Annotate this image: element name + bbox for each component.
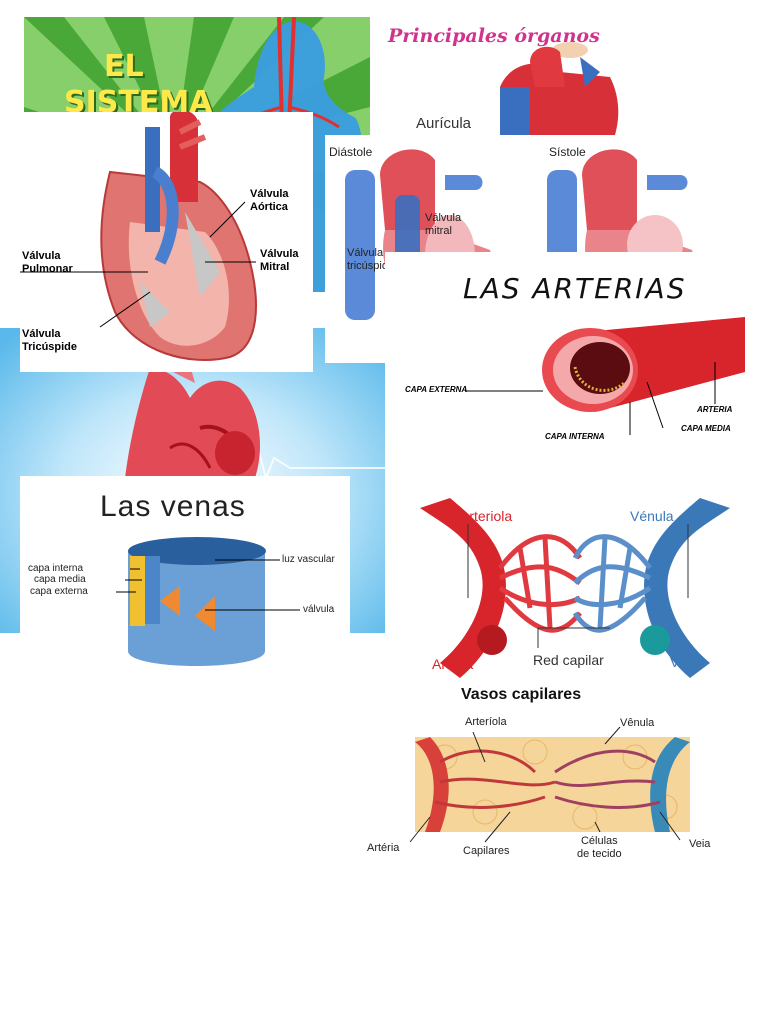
tricuspid-valve-label-line2: Tricúspide	[22, 341, 78, 353]
vein-valve-label: válvula	[303, 604, 335, 615]
tricuspid-valve-label-line1: Válvula	[22, 328, 61, 340]
network-artery-label: Arteria	[432, 656, 474, 672]
heart-top-icon	[500, 46, 619, 135]
heart-valves-panel: Válvula Aórtica Válvula Mitral Válvula P…	[20, 112, 313, 372]
capillary-network-panel: Arteriola Vénula Arteria Red capilar Ven…	[410, 488, 740, 680]
network-vein-label: Vena	[670, 654, 702, 670]
capillaries-artery-label: Artéria	[367, 842, 400, 854]
network-capillary-label: Red capilar	[533, 652, 604, 668]
cover-title: EL SISTEMA	[64, 49, 212, 121]
aortic-valve-label-line2: Aórtica	[250, 201, 288, 213]
pulmonary-valve-label-line1: Válvula	[22, 250, 61, 262]
mitral-valve-label-line1: Válvula	[260, 248, 299, 260]
capillaries-title: Vasos capilares	[461, 686, 582, 703]
capillaries-venule-label: Vênula	[620, 717, 655, 729]
vein-section-icon	[128, 537, 266, 666]
capillaries-tissue-cells-label: Células de tecido	[577, 835, 622, 861]
cycle-tricuspid-line1: Válvula	[347, 247, 384, 259]
heart-cross-section-icon	[100, 112, 257, 361]
mitral-valve-label-line2: Mitral	[260, 261, 290, 273]
capillaries-capillaries-label: Capilares	[463, 845, 510, 857]
vein-outer-layer-label: capa externa	[30, 586, 88, 597]
cycle-mitral-label: Válvula mitral	[425, 212, 461, 238]
aortic-valve-label-line1: Válvula	[250, 188, 289, 200]
arteries-panel: LAS ARTERIAS CAPA EXTERNA CAPA INTERNA C…	[385, 252, 757, 464]
capillary-network-icon	[420, 498, 730, 678]
vein-middle-layer-label: capa media	[34, 574, 86, 585]
network-venule-label: Vénula	[630, 508, 674, 524]
capillaries-arteriole-label: Arteríola	[465, 716, 507, 728]
capillaries-vein-label: Veia	[689, 838, 711, 850]
organs-panel: Principales órganos Aurícula	[380, 17, 710, 137]
cycle-mitral-line2: mitral	[425, 225, 452, 237]
cycle-mitral-line1: Válvula	[425, 212, 462, 224]
artery-inner-layer-label: CAPA INTERNA	[545, 432, 605, 441]
cover-title-line1: EL	[104, 49, 144, 84]
veins-title: Las venas	[100, 490, 246, 523]
tricuspid-valve-label: Válvula Tricúspide	[22, 328, 77, 354]
organs-title: Principales órganos	[388, 25, 600, 47]
mitral-valve-label: Válvula Mitral	[260, 248, 299, 274]
diastole-label: Diástole	[329, 145, 373, 159]
capillaries-panel: Vasos capilares A	[355, 682, 730, 872]
aortic-valve-label: Válvula Aórtica	[250, 188, 289, 214]
cycle-tricuspid-label: Válvula tricúspide	[347, 247, 394, 273]
systole-label: Sístole	[549, 145, 586, 159]
vein-inner-layer-label: capa interna	[28, 563, 84, 574]
veins-panel: Las venas capa interna capa media capa e…	[20, 476, 350, 681]
artery-middle-layer-label: CAPA MEDIA	[681, 424, 731, 433]
pulmonary-valve-label-line2: Pulmonar	[22, 263, 73, 275]
artery-cross-section-icon	[542, 317, 745, 412]
artery-outer-layer-label: CAPA EXTERNA	[405, 385, 468, 394]
pulmonary-valve-label: Válvula Pulmonar	[22, 250, 73, 276]
tissue-cells-line1: Células	[580, 835, 618, 847]
tissue-cells-line2: de tecido	[577, 848, 622, 860]
vein-lumen-label: luz vascular	[282, 554, 335, 565]
arteries-title: LAS ARTERIAS	[463, 272, 687, 305]
network-arteriole-label: Arteriola	[460, 508, 513, 524]
capillary-vessels-icon	[415, 737, 690, 832]
cycle-tricuspid-line2: tricúspide	[347, 260, 395, 272]
atrium-label: Aurícula	[416, 115, 472, 132]
artery-label: ARTERIA	[697, 405, 733, 414]
